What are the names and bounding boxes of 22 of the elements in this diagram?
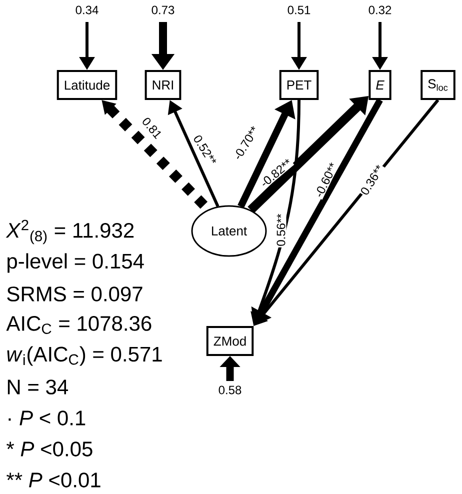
edge-label: 0.32 — [368, 6, 392, 14]
edge-label: -0.60** — [317, 162, 334, 197]
statistic-text: ** P <0.01 — [6, 472, 100, 488]
edge-label: 0.34 — [76, 6, 98, 14]
statistic-text: X$^{2}$$_{(8)}$ = 11.932 — [6, 220, 134, 244]
variable-box: Latitude — [56, 70, 118, 100]
variable-box: ZMod — [206, 326, 254, 356]
statistic-text: p-level = 0.154 — [8, 253, 144, 273]
edge-label: 0.56** — [276, 214, 286, 246]
variable-box: S$_{loc}$ — [420, 70, 456, 100]
edge-label: 0.58 — [218, 386, 242, 394]
statistic-text: N = 34 — [8, 380, 68, 394]
statistic-text: w$_{i}$(AIC$_{C}$) = 0.571 — [7, 346, 162, 366]
statistic-text: *P <0.05 — [6, 442, 92, 456]
variable-box: NRI — [144, 70, 182, 100]
statistic-text: AIC$_{C}$ = 1078.36 — [6, 316, 152, 334]
variable-box: PET — [279, 70, 319, 100]
statistic-text: SRMS = 0.097 — [7, 286, 142, 302]
variable-box: E — [368, 70, 392, 100]
edge-label: 0.73 — [152, 6, 174, 14]
edge-label: 0.51 — [288, 6, 310, 14]
statistic-text: · P < 0.1 — [8, 410, 86, 426]
